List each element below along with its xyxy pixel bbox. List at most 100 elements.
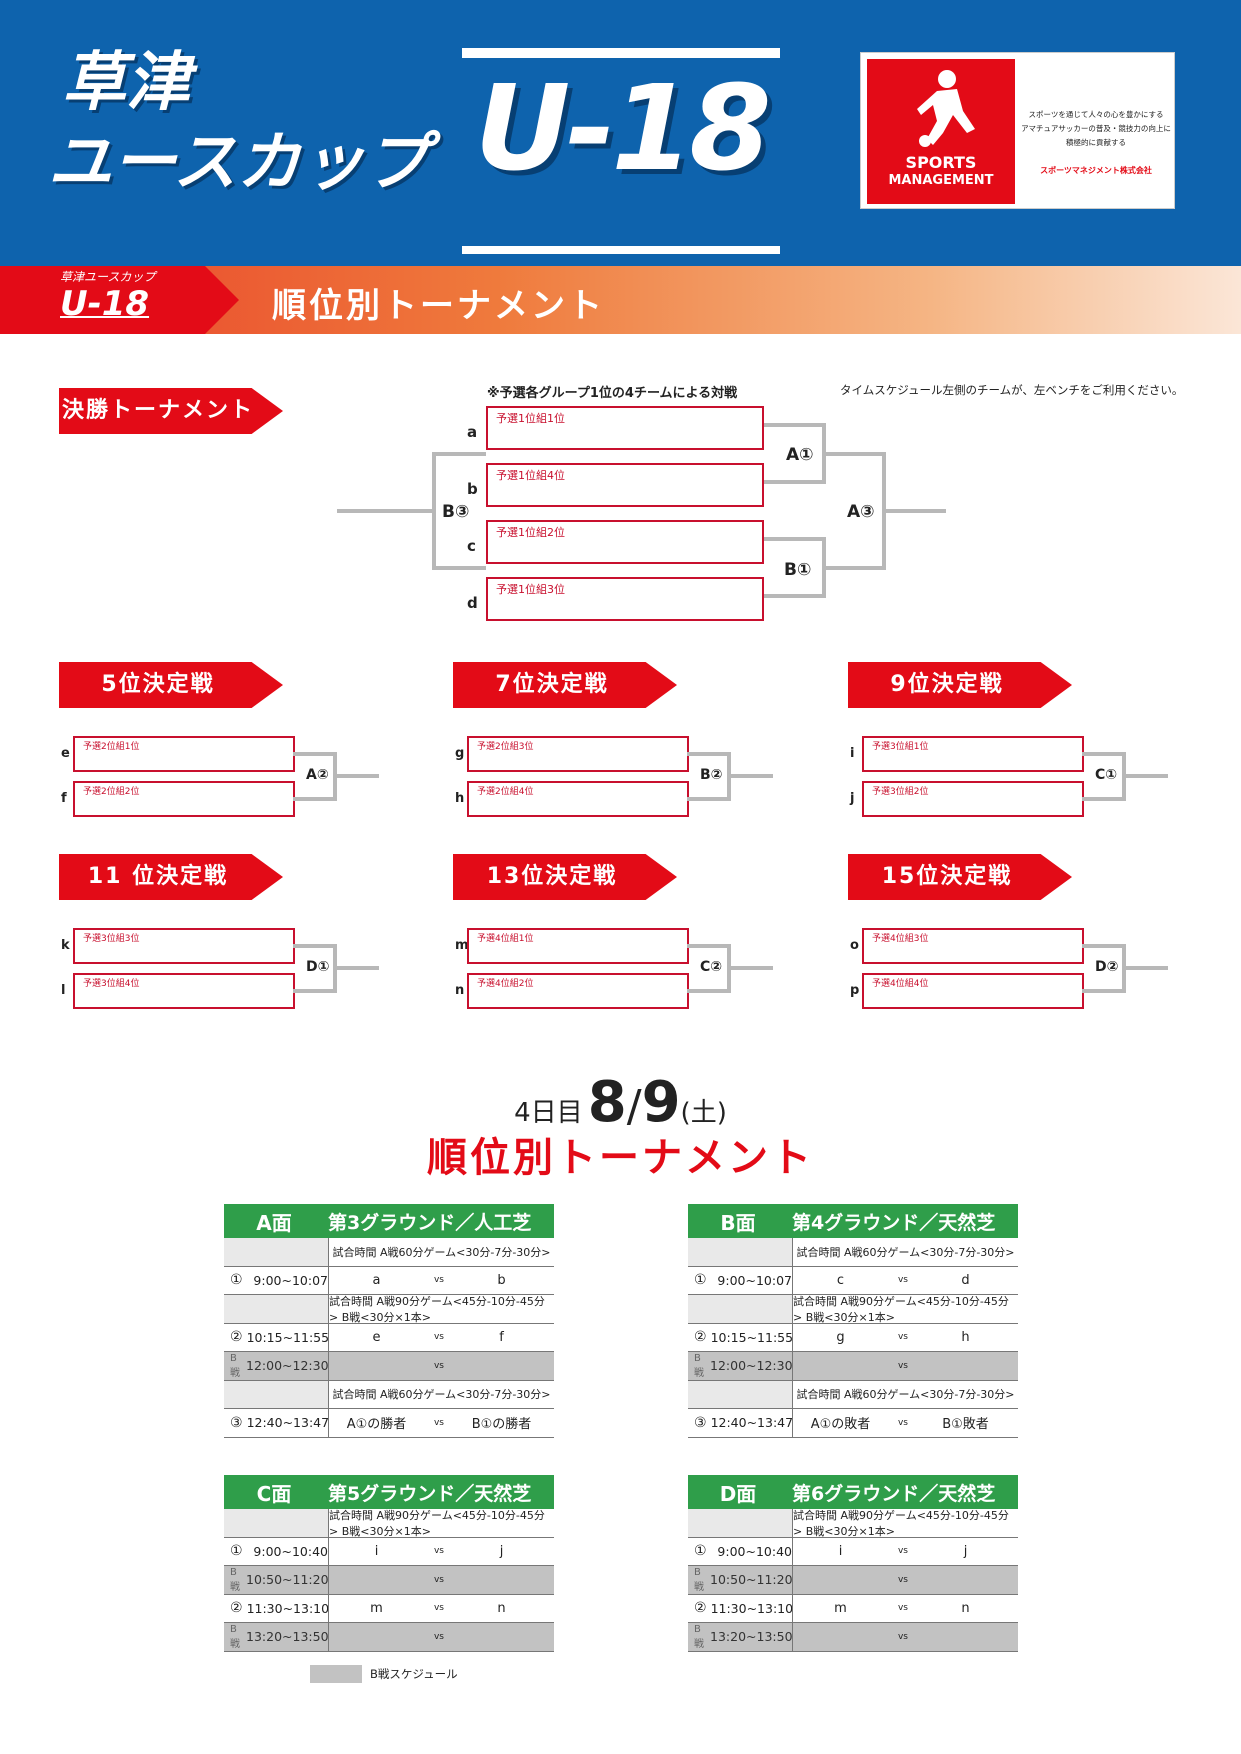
day-date: 9 bbox=[641, 1070, 681, 1135]
match-teams-cell: vs bbox=[328, 1623, 554, 1651]
vs-label: vs bbox=[433, 1574, 444, 1585]
playoff-tag-label: 13位決定戦 bbox=[486, 864, 618, 889]
match-info-row: 試合時間 A戦60分ゲーム<30分-7分-30分> bbox=[688, 1380, 1018, 1409]
match-time: 11:30~13:10 bbox=[246, 1600, 330, 1616]
b-match-label: B戦 bbox=[230, 1623, 240, 1650]
match-teams-cell: vs bbox=[792, 1623, 1018, 1651]
playoff-slot-label: 予選2位組4位 bbox=[477, 787, 534, 797]
team-left: m bbox=[834, 1600, 847, 1616]
playoff-team-letter: f bbox=[61, 791, 67, 806]
playoff-tag-label: 11 位決定戦 bbox=[87, 864, 229, 889]
table-header: B面第4グラウンド／天然芝 bbox=[688, 1204, 1018, 1238]
bracket-line bbox=[731, 774, 773, 778]
bracket-line bbox=[337, 966, 379, 970]
band-heading: 順位別トーナメント bbox=[272, 286, 605, 326]
match-time: 9:00~10:07 bbox=[253, 1272, 328, 1288]
title-line2: ユースカップ bbox=[48, 126, 429, 200]
team-right: b bbox=[497, 1272, 506, 1288]
vs-label: vs bbox=[433, 1631, 444, 1642]
playoff-slot-label: 予選3位組4位 bbox=[83, 979, 140, 989]
final-team-a-letter: a bbox=[467, 423, 478, 441]
match-number: ② bbox=[694, 1329, 707, 1346]
bracket-line bbox=[333, 752, 337, 801]
playoff-tag-5th: 5位決定戦 bbox=[59, 662, 283, 708]
bracket-line bbox=[727, 752, 731, 801]
match-number: ① bbox=[694, 1272, 707, 1289]
sponsor-logo-word1: SPORTS bbox=[905, 153, 977, 172]
final-slot-label: 予選1位組2位 bbox=[496, 526, 565, 539]
info-spacer bbox=[688, 1509, 792, 1537]
playoff-team-letter: m bbox=[455, 938, 469, 953]
sponsor-desc: スポーツを通じて人々の心を豊かにする アマチュアサッカーの普及・競技力の向上に … bbox=[1021, 108, 1171, 150]
bracket-line bbox=[1122, 944, 1126, 993]
team-left: c bbox=[836, 1272, 845, 1288]
ground-name: 第3グラウンド／人工芝 bbox=[328, 1211, 532, 1234]
playoff-match-code: B② bbox=[699, 767, 724, 783]
final-team-slot-b: 予選1位組4位 bbox=[486, 463, 764, 507]
b-match-row: B戦 13:20~13:50 vs bbox=[224, 1623, 554, 1652]
final-tournament-tag: 決勝トーナメント bbox=[59, 388, 283, 434]
bracket-line bbox=[727, 944, 731, 993]
b-match-label: B戦 bbox=[694, 1623, 704, 1650]
bracket-line bbox=[1122, 752, 1126, 801]
vs-label: vs bbox=[897, 1360, 908, 1371]
match-teams-cell: vs bbox=[792, 1566, 1018, 1594]
match-info-row: 試合時間 A戦90分ゲーム<45分-10分-45分> B戦<30分×1本> bbox=[688, 1509, 1018, 1538]
info-spacer bbox=[224, 1380, 328, 1408]
bracket-line bbox=[293, 797, 337, 801]
vs-label: vs bbox=[433, 1360, 444, 1371]
match-time: 13:20~13:50 bbox=[246, 1629, 329, 1645]
playoff-slot-label: 予選3位組3位 bbox=[83, 934, 140, 944]
bracket-line bbox=[1082, 752, 1126, 756]
final-team-slot-d: 予選1位組3位 bbox=[486, 577, 764, 621]
bracket-line bbox=[1082, 797, 1126, 801]
playoff-team-slot: 予選3位組2位 bbox=[862, 781, 1084, 817]
field-name: C面 bbox=[256, 1481, 292, 1506]
b-match-label: B戦 bbox=[230, 1352, 240, 1379]
vs-label: vs bbox=[897, 1275, 908, 1286]
legend: B戦スケジュール bbox=[310, 1663, 458, 1683]
final-slot-label: 予選1位組3位 bbox=[496, 583, 565, 596]
playoff-team-letter: l bbox=[61, 983, 66, 998]
match-number: ② bbox=[230, 1329, 243, 1346]
schedule-table: D面第6グラウンド／天然芝試合時間 A戦90分ゲーム<45分-10分-45分> … bbox=[688, 1475, 1018, 1652]
team-right: j bbox=[499, 1543, 504, 1559]
ground-name: 第5グラウンド／天然芝 bbox=[328, 1482, 532, 1505]
vs-label: vs bbox=[897, 1574, 908, 1585]
bracket-line bbox=[762, 537, 826, 541]
playoff-team-slot: 予選2位組1位 bbox=[73, 736, 295, 772]
bracket-line bbox=[1126, 774, 1168, 778]
team-left: g bbox=[836, 1329, 845, 1345]
playoff-slot-label: 予選3位組1位 bbox=[872, 742, 929, 752]
match-number: ① bbox=[230, 1543, 243, 1560]
bracket-line bbox=[762, 423, 826, 427]
bracket-line bbox=[882, 452, 886, 570]
playoff-team-letter: h bbox=[455, 791, 465, 806]
match-info-row: 試合時間 A戦90分ゲーム<45分-10分-45分> B戦<30分×1本> bbox=[224, 1509, 554, 1538]
playoff-team-letter: n bbox=[455, 983, 465, 998]
match-time: 13:20~13:50 bbox=[710, 1629, 793, 1645]
match-format: 試合時間 A戦90分ゲーム<45分-10分-45分> B戦<30分×1本> bbox=[792, 1509, 1018, 1538]
playoff-tag-7th: 7位決定戦 bbox=[453, 662, 677, 708]
playoff-slot-label: 予選3位組2位 bbox=[872, 787, 929, 797]
vs-label: vs bbox=[433, 1275, 444, 1286]
soccer-player-icon bbox=[917, 70, 975, 147]
playoff-tag-13th: 13位決定戦 bbox=[453, 854, 677, 900]
match-time: 12:00~12:30 bbox=[246, 1358, 329, 1374]
field-name: A面 bbox=[256, 1210, 292, 1235]
final-team-d-letter: d bbox=[467, 594, 478, 612]
playoff-tag-label: 15位決定戦 bbox=[881, 864, 1013, 889]
match-time-cell: B戦 12:00~12:30 bbox=[224, 1352, 329, 1380]
